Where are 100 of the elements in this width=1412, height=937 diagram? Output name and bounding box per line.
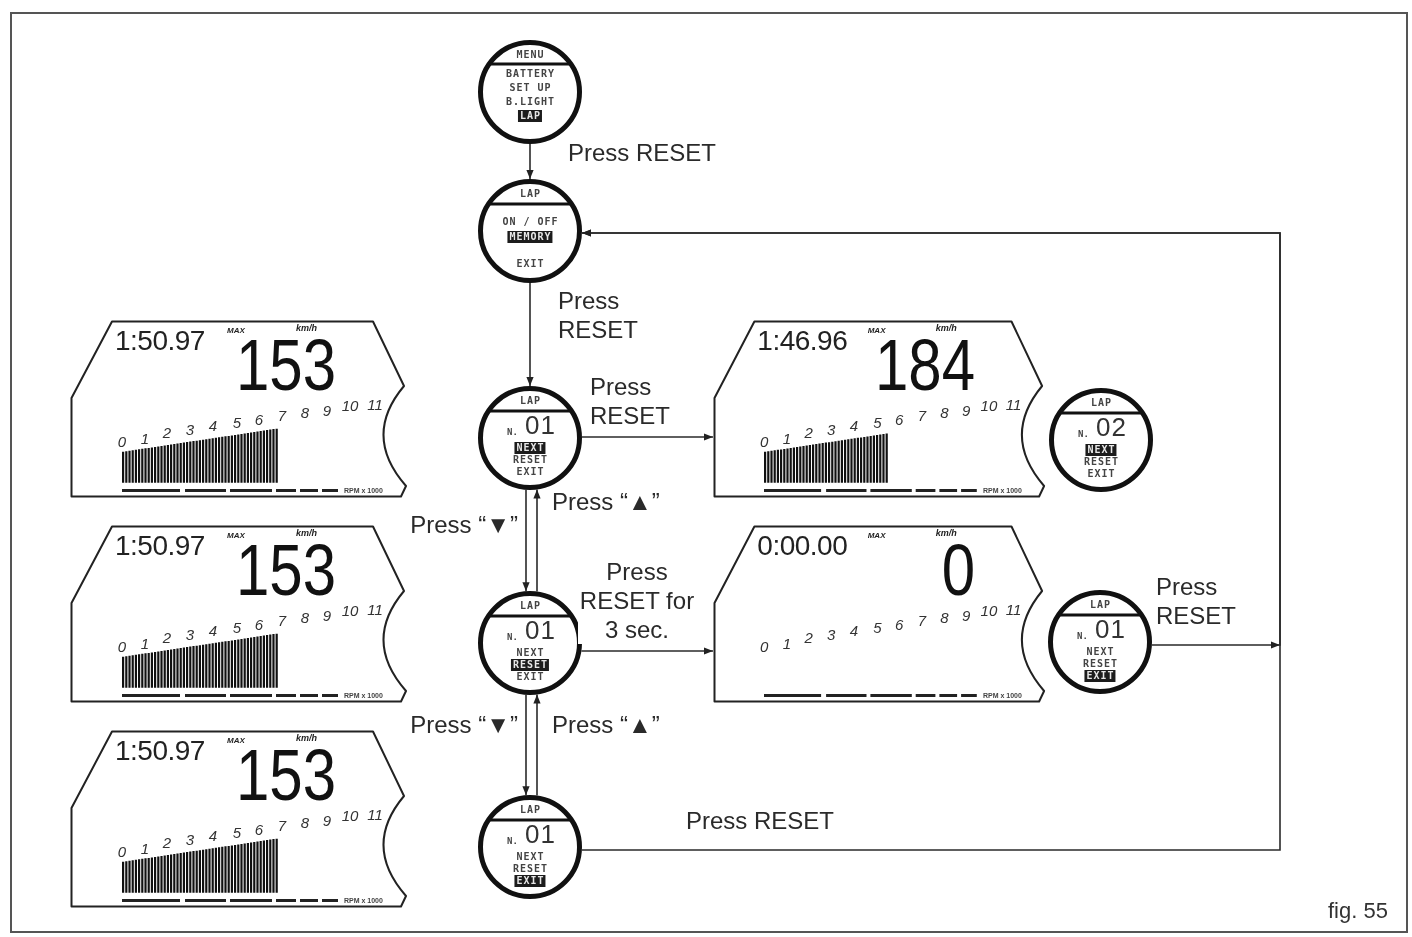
rpm-scale-number: 0: [117, 842, 127, 860]
round-lcd-display: [1049, 388, 1153, 492]
selected-menu-option: NEXT: [514, 442, 546, 454]
round-lcd-display: [1048, 590, 1152, 694]
speed-readout: 0: [941, 545, 976, 598]
lcd-dashboard-display: [70, 730, 410, 908]
figure-number: fig. 55: [1328, 898, 1388, 924]
max-indicator: MAX: [867, 531, 886, 540]
rpm-scale-number: 2: [162, 628, 172, 646]
rpm-scale-number: 9: [962, 606, 971, 624]
arrow: [522, 694, 530, 796]
rpm-scale-number: 1: [140, 839, 150, 857]
rpm-scale-number: 1: [140, 429, 150, 447]
rpm-scale-number: 6: [895, 615, 904, 633]
rpm-scale-number: 9: [322, 606, 332, 624]
menu-option: SET UP: [507, 82, 553, 94]
display-heading: MENU: [515, 49, 546, 61]
arrow: [526, 143, 534, 180]
rpm-scale-number: 10: [341, 396, 359, 414]
lap-time-readout: 0:00.00: [757, 532, 848, 560]
rpm-scale-number: 3: [827, 420, 836, 438]
lap-number: 01: [525, 412, 556, 438]
rpm-scale-number: 4: [849, 621, 859, 639]
display-heading: LAP: [518, 395, 543, 407]
arrow: [533, 488, 541, 593]
rpm-scale-number: 5: [232, 823, 242, 841]
arrow: [581, 229, 1281, 851]
menu-option: EXIT: [514, 466, 546, 478]
arrow: [522, 489, 530, 592]
lap-number: 01: [525, 821, 556, 847]
menu-option: RESET: [510, 863, 550, 875]
speed-readout: 184: [874, 340, 976, 393]
lap-number-prefix: N.: [1077, 631, 1088, 641]
speed-unit: km/h: [296, 733, 317, 743]
rpm-scale-number: 4: [208, 621, 218, 639]
display-heading: LAP: [1088, 599, 1113, 611]
rpm-scale-number: 8: [300, 813, 310, 831]
rpm-scale-number: 10: [980, 396, 998, 414]
lap-time-readout: 1:50.97: [115, 327, 205, 355]
lap-time-readout: 1:50.97: [115, 737, 205, 765]
rpm-scale-number: 7: [917, 611, 927, 629]
max-indicator: MAX: [867, 326, 886, 335]
menu-option: EXIT: [1085, 468, 1117, 480]
selected-menu-option: EXIT: [514, 875, 546, 887]
arrow: [581, 433, 714, 441]
speed-unit: km/h: [935, 528, 957, 538]
rpm-scale-number: 4: [849, 416, 859, 434]
rpm-scale-number: 1: [782, 634, 792, 652]
rpm-scale-number: 2: [804, 423, 813, 441]
menu-option: NEXT: [514, 647, 546, 659]
rpm-scale-number: 11: [1005, 600, 1022, 618]
menu-option: RESET: [1081, 456, 1121, 468]
selected-menu-option: NEXT: [1085, 444, 1117, 456]
lap-time-readout: 1:50.97: [115, 532, 205, 560]
rpm-scale-number: 3: [185, 625, 195, 643]
menu-option: RESET: [1080, 658, 1120, 670]
speed-unit: km/h: [296, 323, 317, 333]
rpm-scale-number: 8: [940, 403, 949, 421]
rpm-scale-number: 5: [873, 618, 882, 636]
rpm-scale-number: 8: [940, 608, 949, 626]
menu-option: NEXT: [1084, 646, 1116, 658]
speed-readout: 153: [235, 750, 336, 803]
lap-number: 01: [1095, 616, 1126, 642]
round-lcd-display: [478, 386, 582, 490]
rpm-scale-number: 6: [254, 410, 264, 428]
arrow: [526, 282, 534, 387]
lap-time-readout: 1:46.96: [757, 327, 848, 355]
rpm-scale-number: 0: [117, 432, 127, 450]
menu-option: BATTERY: [503, 68, 557, 80]
rpm-scale-number: 9: [322, 401, 332, 419]
round-lcd-display: [478, 179, 582, 283]
rpm-scale-number: 11: [367, 395, 383, 413]
menu-option: NEXT: [514, 851, 546, 863]
selected-menu-option: EXIT: [1084, 670, 1116, 682]
rpm-scale-number: 3: [827, 625, 836, 643]
menu-option: EXIT: [514, 258, 546, 270]
rpm-scale-number: 8: [300, 403, 310, 421]
rpm-scale-number: 10: [341, 601, 359, 619]
arrow: [580, 647, 714, 655]
rpm-scale-number: 6: [254, 820, 264, 838]
rpm-scale-number: 1: [782, 429, 792, 447]
rpm-scale-number: 7: [277, 816, 287, 834]
menu-option: RESET: [510, 454, 550, 466]
arrow: [533, 693, 541, 797]
lcd-dashboard-display: [70, 525, 410, 703]
rpm-scale-number: 3: [185, 420, 195, 438]
rpm-scale-number: 0: [760, 432, 769, 450]
rpm-scale-number: 7: [277, 406, 287, 424]
rpm-scale-number: 2: [162, 423, 172, 441]
max-indicator: MAX: [227, 531, 245, 540]
round-lcd-display: [478, 795, 582, 899]
rpm-scale-number: 3: [185, 830, 195, 848]
rpm-scale-number: 6: [895, 410, 904, 428]
rpm-scale-number: 5: [232, 618, 242, 636]
rpm-scale-number: 8: [300, 608, 310, 626]
speed-unit: km/h: [935, 323, 957, 333]
lap-number: 02: [1096, 414, 1127, 440]
display-heading: LAP: [518, 600, 543, 612]
round-lcd-display: [478, 40, 582, 144]
lap-number-prefix: N.: [507, 632, 518, 642]
